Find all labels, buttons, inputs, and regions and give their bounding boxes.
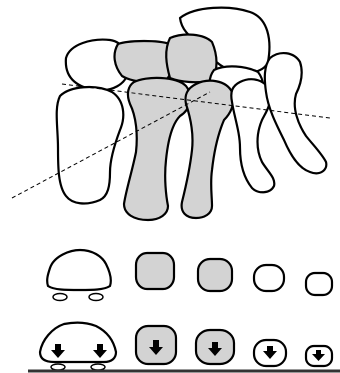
section-unloaded-4 bbox=[254, 265, 284, 291]
cuneiform-intermediate bbox=[115, 41, 174, 82]
sesamoid-right bbox=[89, 294, 103, 301]
section-unloaded-1 bbox=[47, 250, 111, 290]
section-unloaded-5 bbox=[306, 273, 332, 295]
sesamoid-left bbox=[53, 294, 67, 301]
cross-sections-unloaded bbox=[47, 250, 332, 301]
metatarsal-1 bbox=[57, 87, 124, 203]
sesamoid-loaded-left bbox=[51, 364, 65, 370]
forefoot-top-view bbox=[12, 8, 330, 220]
cuneiform-lateral bbox=[166, 35, 216, 83]
metatarsal-5 bbox=[265, 53, 327, 173]
metatarsal-3 bbox=[182, 81, 234, 218]
section-unloaded-2 bbox=[136, 253, 174, 289]
section-unloaded-3 bbox=[198, 259, 232, 291]
cross-sections-loaded bbox=[28, 323, 340, 371]
sesamoid-loaded-right bbox=[91, 364, 105, 370]
section-loaded-1 bbox=[40, 323, 116, 362]
